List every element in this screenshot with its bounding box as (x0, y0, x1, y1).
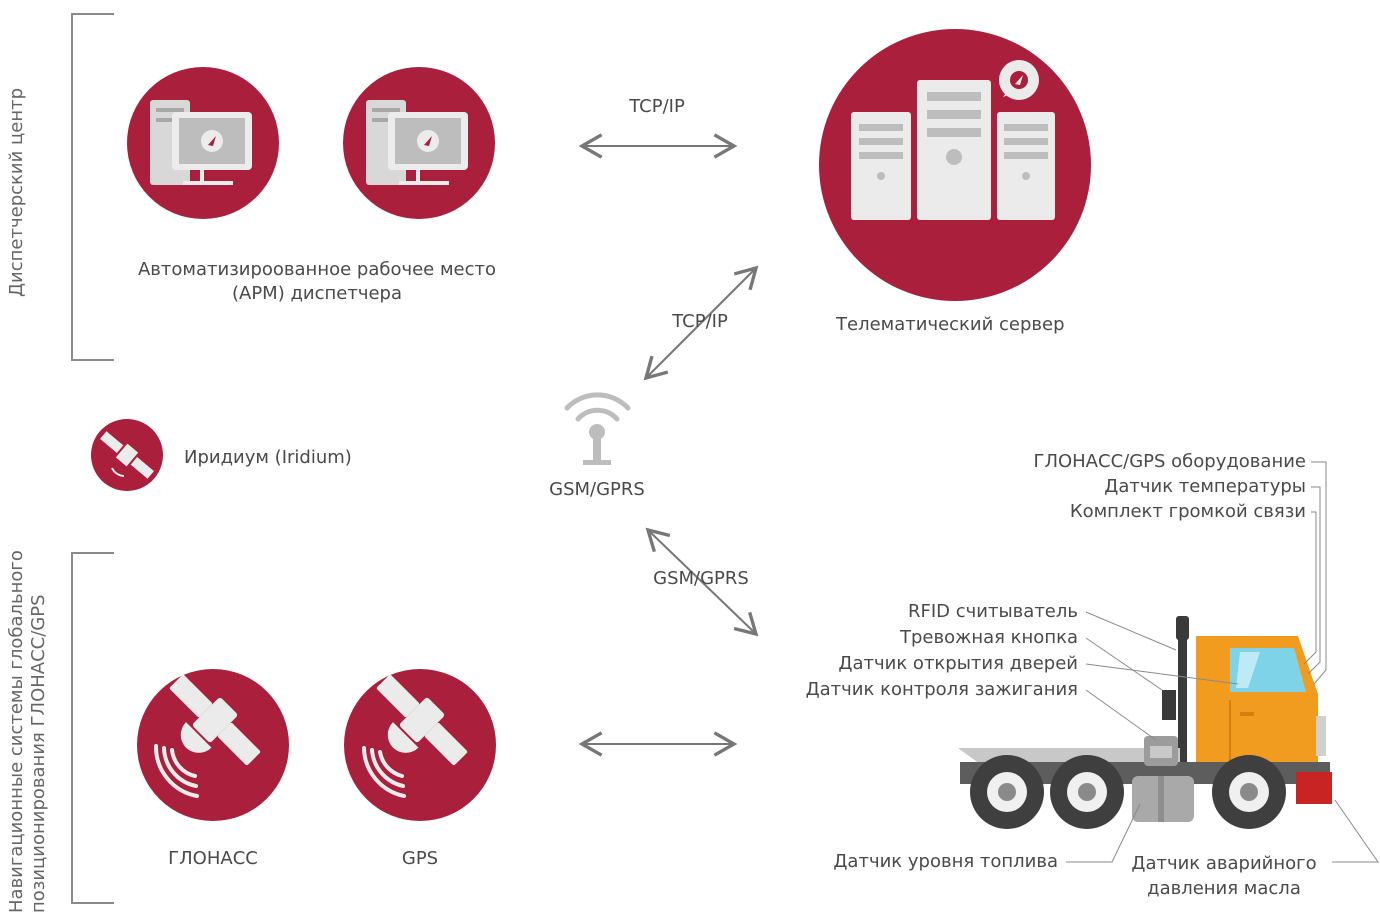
truck-wheel-2 (1050, 755, 1124, 829)
equip-oil-pressure-line2: давления масла (1147, 878, 1301, 899)
equip-fuel-sensor: Датчик уровня топлива (833, 851, 1058, 872)
gps-label: GPS (401, 848, 439, 869)
equip-glonass-gps: ГЛОНАСС/GPS оборудование (1033, 451, 1306, 472)
truck-wheel-1 (970, 755, 1044, 829)
nav-systems-label-line2: позиционирования ГЛОНАСС/GPS (28, 594, 49, 913)
equip-ignition-sensor: Датчик контроля зажигания (805, 679, 1078, 700)
iridium-label: Иридиум (Iridium) (184, 447, 352, 468)
gps-satellite-icon (344, 669, 496, 821)
equip-panic-button: Тревожная кнопка (899, 627, 1078, 648)
arrow-tower-truck (645, 527, 759, 637)
equip-speakerphone-kit: Комплект громкой связи (1069, 501, 1306, 522)
gsm-tower-label: GSM/GPRS (549, 479, 645, 500)
server-icon (819, 29, 1091, 301)
gsm-tower-icon (564, 392, 631, 465)
link-tower-server-label: TCP/IP (672, 311, 728, 332)
link-tower-truck-label: GSM/GPRS (653, 568, 749, 589)
link-arm-server-label: TCP/IP (629, 96, 685, 117)
equip-oil-pressure-line1: Датчик аварийного (1131, 853, 1317, 874)
dispatch-bracket (71, 13, 114, 361)
equip-oil-pressure-sensor: Датчик аварийного давления масла (1131, 851, 1316, 901)
glonass-label: ГЛОНАСС (168, 848, 258, 869)
arrow-tower-server (643, 265, 759, 381)
iridium-satellite-icon (91, 419, 163, 491)
workstation-label-line1: Автоматизироованное рабочее место (137, 259, 497, 280)
workstation-2-icon (343, 67, 495, 219)
glonass-satellite-icon (137, 669, 289, 821)
equip-door-sensor: Датчик открытия дверей (838, 653, 1078, 674)
equip-rfid-reader: RFID считыватель (908, 601, 1078, 622)
nav-bracket (71, 552, 114, 904)
truck-wheel-3 (1212, 755, 1286, 829)
workstation-label-line2: (АРМ) диспетчера (231, 283, 402, 304)
nav-systems-label-line1: Навигационные системы глобального (6, 550, 27, 913)
workstation-1-icon (127, 67, 279, 219)
dispatch-center-label: Диспетчерский центр (6, 87, 27, 297)
equip-temperature-sensor: Датчик температуры (1104, 476, 1306, 497)
workstation-label: Автоматизироованное рабочее место (АРМ) … (138, 258, 496, 306)
server-label: Телематический сервер (836, 314, 1065, 335)
truck-illustration (958, 616, 1332, 829)
